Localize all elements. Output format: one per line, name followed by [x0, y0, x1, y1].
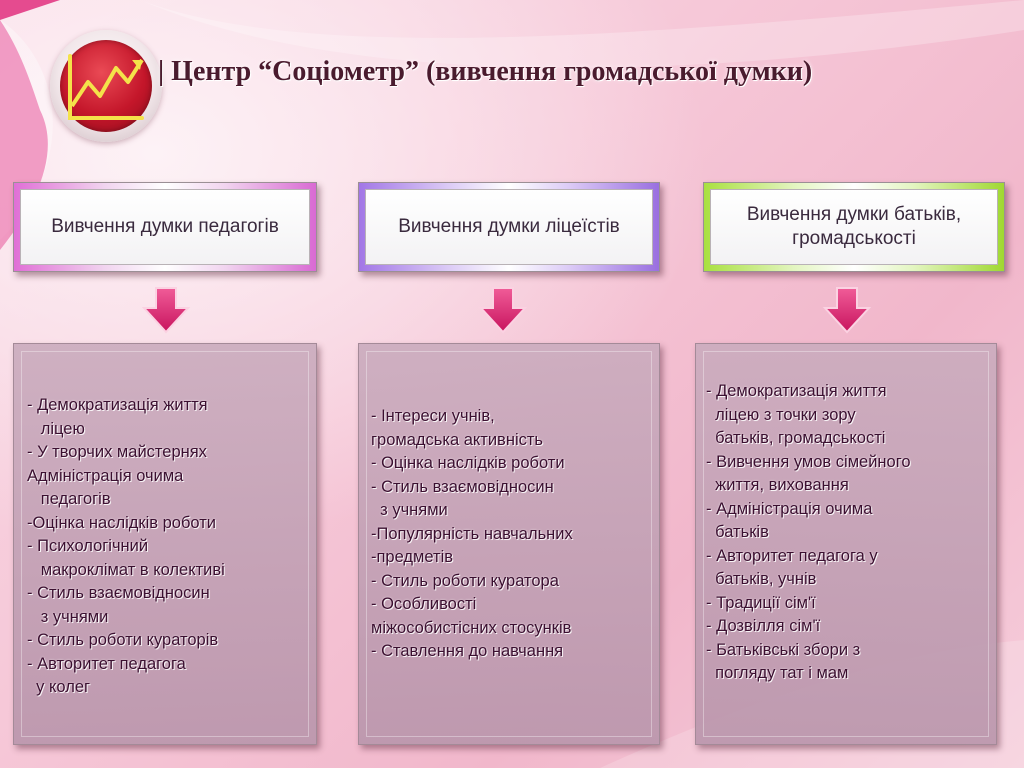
list-item: - Адміністрація очима: [706, 499, 873, 518]
header-label: Вивчення думки ліцеїстів: [398, 216, 620, 237]
list-item: ліцею з точки зору: [706, 405, 856, 424]
list-item: - Демократизація життя: [706, 382, 887, 400]
list-item: -предметів: [371, 548, 454, 566]
items-list: - Демократизація життя ліцею з точки зор…: [706, 380, 911, 686]
list-item: - Традиції сім'ї: [706, 593, 816, 612]
header-label: Вивчення думки педагогів: [51, 216, 279, 237]
list-item: громадська активність: [371, 430, 544, 449]
list-item: -Оцінка наслідків роботи: [27, 513, 216, 532]
list-item: - Вивчення умов сімейного: [706, 452, 911, 471]
list-item: міжособистісних стосунків: [371, 618, 572, 637]
list-item: батьків, учнів: [706, 570, 817, 588]
list-item: - Стиль роботи куратора: [371, 571, 559, 590]
list-item: - Авторитет педагога у: [706, 546, 878, 565]
content-parents: - Демократизація життя ліцею з точки зор…: [695, 343, 997, 745]
list-item: з учнями: [27, 607, 109, 626]
list-item: погляду тат і мам: [706, 664, 849, 682]
content-inner: [21, 351, 309, 737]
list-item: у колег: [27, 678, 91, 696]
page-title: | Центр “Соціометр” (вивчення громадсько…: [158, 56, 813, 87]
content-students: - Інтереси учнів, громадська активність - …: [358, 343, 660, 745]
arrow-down-icon: [822, 287, 872, 334]
list-item: Адміністрація очима: [27, 466, 184, 485]
arrow-down-icon: [478, 287, 528, 334]
list-item: з учнями: [371, 501, 448, 519]
list-item: батьків, громадськості: [706, 429, 886, 447]
list-item: - Стиль роботи кураторів: [27, 631, 219, 649]
header-frame: Вивчення думки педагогів: [20, 189, 310, 265]
list-item: - Оцінка наслідків роботи: [371, 454, 565, 472]
arrow-down-icon: [141, 287, 191, 334]
list-item: - Стиль взаємовідносин: [371, 477, 554, 496]
list-item: макроклімат в колективі: [27, 560, 225, 579]
logo-badge: [50, 30, 162, 142]
list-item: педагогів: [27, 490, 111, 508]
list-item: - Інтереси учнів,: [371, 407, 495, 425]
header-teachers: Вивчення думки педагогів: [13, 182, 317, 272]
list-item: - Батьківські збори з: [706, 640, 861, 659]
list-item: - Ставлення до навчання: [371, 642, 564, 660]
list-item: - Дозвілля сім'ї: [706, 617, 821, 635]
list-item: ліцею: [27, 419, 85, 438]
list-item: - У творчих майстернях: [27, 443, 207, 461]
list-item: - Авторитет педагога: [27, 654, 186, 673]
header-frame: Вивчення думки батьків, громадськості: [710, 189, 998, 265]
items-list: - Демократизація життя ліцею - У творчих …: [27, 394, 225, 700]
list-item: життя, виховання: [706, 476, 849, 494]
list-item: - Стиль взаємовідносин: [27, 584, 210, 602]
list-item: - Особливості: [371, 595, 477, 613]
header-label: Вивчення думки батьків, громадськості: [746, 204, 962, 249]
header-students: Вивчення думки ліцеїстів: [358, 182, 660, 272]
list-item: батьків: [706, 523, 769, 541]
items-list: - Інтереси учнів, громадська активність - …: [371, 405, 573, 664]
header-frame: Вивчення думки ліцеїстів: [365, 189, 653, 265]
content-inner: [366, 351, 652, 737]
list-item: - Демократизація життя: [27, 396, 208, 414]
list-item: - Психологічний: [27, 537, 149, 555]
content-inner: [703, 351, 989, 737]
growth-chart-icon: [68, 54, 144, 120]
header-parents: Вивчення думки батьків, громадськості: [703, 182, 1005, 272]
list-item: -Популярність навчальних: [371, 524, 573, 543]
content-teachers: - Демократизація життя ліцею - У творчих …: [13, 343, 317, 745]
